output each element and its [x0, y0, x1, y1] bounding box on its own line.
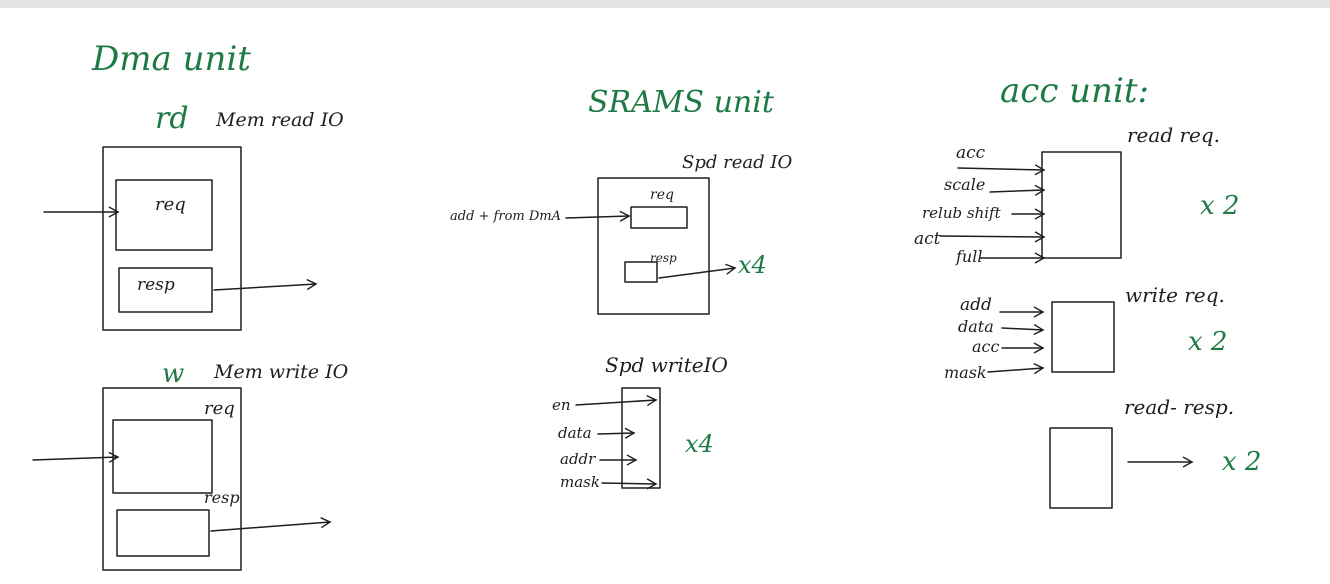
acc-read-resp-box: [1049, 427, 1113, 509]
srams-write-label: Spd writeIO: [605, 353, 728, 377]
srams-read-resp-label: resp: [650, 251, 677, 265]
dma-write-tag: w: [162, 359, 184, 389]
dma-unit: Dma unit rd Mem read IO req resp w Mem w…: [32, 39, 349, 571]
srams-read-box: [597, 177, 710, 315]
acc-write-input-acc: acc: [972, 337, 1000, 356]
acc-read-input-relub-shift: relub shift: [922, 204, 1002, 222]
dma-read-req-label: req: [155, 194, 186, 215]
acc-read-input-scale: scale: [944, 175, 985, 194]
srams-write-count: x4: [685, 430, 714, 458]
acc-write-input-add: add: [960, 295, 992, 315]
srams-write-box: [621, 387, 661, 489]
srams-write-arrow-en: [575, 394, 658, 407]
srams-read-resp-box: [624, 261, 658, 283]
acc-read-arrow-acc: [957, 164, 1046, 176]
dma-title: Dma unit: [91, 39, 251, 79]
dma-read-resp-arrow: [213, 278, 318, 291]
acc-read-resp-label: read- resp.: [1124, 395, 1234, 419]
acc-read-req-count: x 2: [1200, 191, 1239, 221]
srams-title: SRAMS unit: [588, 85, 775, 120]
acc-read-input-act: act: [914, 229, 941, 249]
srams-read-input-label: add + from DmA: [450, 209, 561, 224]
srams-read-input-arrow: [565, 210, 631, 222]
dma-write-req-box: [112, 419, 213, 494]
dma-write-resp-box: [116, 509, 210, 557]
acc-read-resp-count: x 2: [1222, 447, 1261, 477]
srams-write-input-en: en: [552, 396, 571, 414]
acc-write-arrow-mask: [987, 363, 1045, 375]
acc-title: acc unit:: [1000, 71, 1149, 111]
acc-read-arrow-act: [939, 231, 1046, 243]
srams-write-input-mask: mask: [560, 473, 600, 491]
srams-read-count: x4: [738, 251, 767, 279]
top-border: [0, 0, 1330, 8]
acc-write-req-label: write req.: [1125, 283, 1225, 307]
acc-write-req-count: x 2: [1188, 327, 1227, 357]
dma-write-req-label: req: [204, 398, 235, 419]
acc-write-input-mask: mask: [944, 363, 987, 382]
srams-unit: SRAMS unit Spd read IO add + from DmA re…: [450, 85, 792, 491]
srams-write-input-data: data: [558, 424, 592, 442]
acc-write-input-data: data: [958, 317, 994, 336]
acc-write-req-box: [1051, 301, 1115, 373]
acc-unit: acc unit: read req. acc scale relub shif…: [914, 71, 1261, 509]
dma-write-box: [102, 387, 242, 571]
dma-read-resp-label: resp: [137, 275, 175, 295]
dma-write-resp-label: resp: [204, 488, 240, 507]
dma-read-req-box: [115, 179, 213, 251]
srams-write-input-addr: addr: [560, 450, 596, 468]
dma-read-tag: rd: [155, 101, 189, 136]
acc-read-req-box: [1041, 151, 1122, 259]
srams-write-arrow-data: [597, 427, 636, 439]
dma-write-req-arrow: [32, 451, 120, 463]
acc-read-arrow-scale: [989, 184, 1046, 196]
dma-read-label: Mem read IO: [215, 109, 344, 131]
dma-write-resp-arrow: [210, 517, 332, 532]
srams-read-req-box: [630, 206, 688, 229]
acc-read-input-full: full: [955, 247, 982, 266]
srams-read-req-label: req: [650, 187, 674, 203]
acc-read-input-acc: acc: [956, 143, 986, 163]
acc-read-req-label: read req.: [1127, 123, 1220, 147]
srams-read-label: Spd read IO: [682, 152, 792, 173]
srams-read-resp-arrow: [658, 263, 737, 279]
acc-write-arrow-data: [1001, 323, 1045, 336]
dma-write-label: Mem write IO: [213, 361, 349, 383]
dma-read-box: [102, 146, 242, 331]
srams-write-arrow-mask: [601, 478, 658, 490]
dma-read-resp-box: [118, 267, 213, 313]
